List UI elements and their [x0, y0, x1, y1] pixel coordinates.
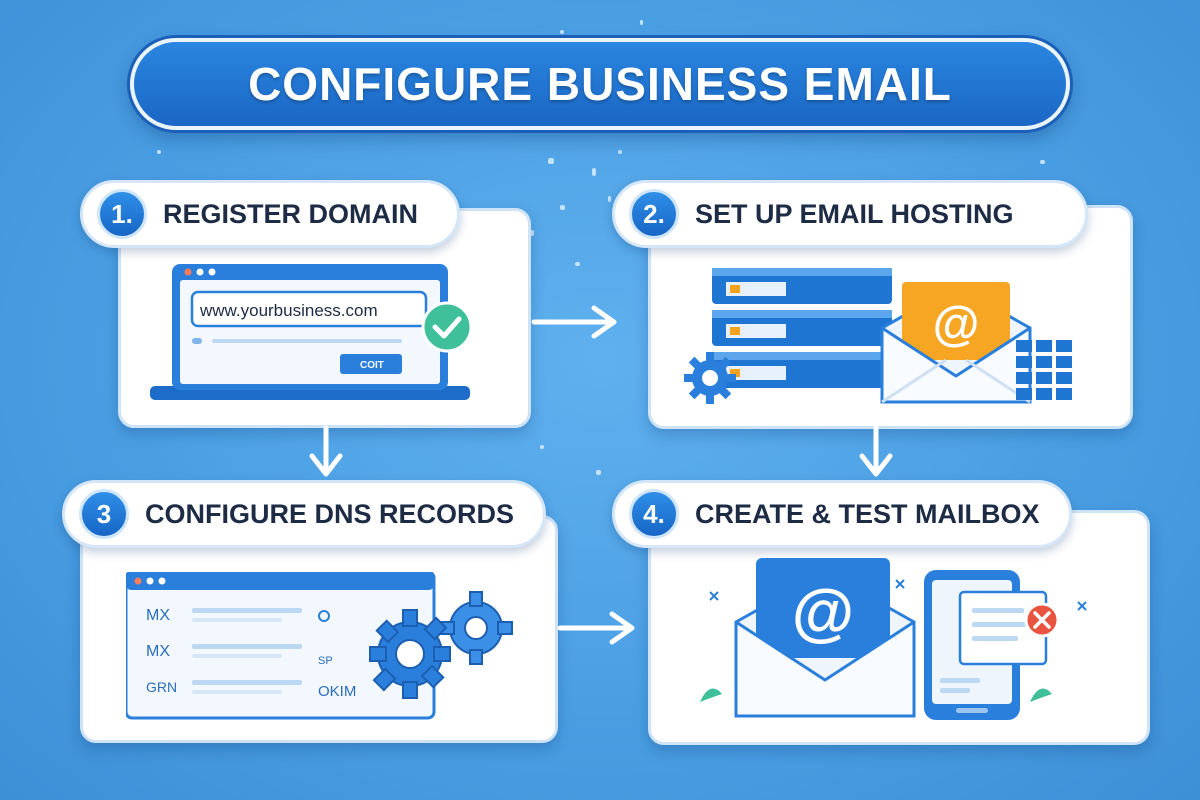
- step-4-number: 4.: [629, 489, 679, 539]
- gear-icon: [684, 352, 736, 404]
- step-3-header: 3 CONFIGURE DNS RECORDS: [62, 480, 546, 548]
- dns-records-window: MX MX GRN SP OKIM: [126, 572, 436, 720]
- dns-value-2: OKIM: [318, 683, 356, 700]
- step-1-button-label: COIT: [360, 360, 384, 371]
- step-1-number: 1.: [97, 189, 147, 239]
- page-title: CONFIGURE BUSINESS EMAIL: [248, 58, 952, 110]
- browser-window-icon: www.yourbusiness.com COIT: [150, 264, 470, 400]
- title-banner: CONFIGURE BUSINESS EMAIL: [130, 38, 1070, 130]
- dns-record-3: GRN: [146, 679, 177, 695]
- dns-record-1: MX: [146, 607, 170, 624]
- arrow-step2-to-step4: [859, 425, 893, 477]
- envelope-at-icon: @: [880, 282, 1032, 404]
- arrow-step3-to-step4: [557, 611, 635, 645]
- check-badge-icon: [421, 301, 473, 353]
- mobile-phone-icon: [924, 570, 1048, 720]
- step-2-at-symbol: @: [933, 298, 980, 351]
- arrow-step1-to-step3: [309, 425, 343, 477]
- error-badge-icon: [1024, 602, 1060, 638]
- step-3-title: CONFIGURE DNS RECORDS: [145, 498, 515, 529]
- step-4-at-symbol: @: [792, 576, 854, 648]
- sparkle-decoration: [700, 579, 1087, 702]
- envelope-at-icon: @: [734, 558, 916, 718]
- step-3-number: 3: [79, 489, 129, 539]
- step-1-header: 1. REGISTER DOMAIN: [80, 180, 460, 248]
- server-stack-icon: [712, 268, 892, 388]
- step-4-title: CREATE & TEST MAILBOX: [695, 498, 1040, 529]
- gear-icon: [369, 591, 513, 699]
- dns-value-1: SP: [318, 655, 333, 667]
- step-1-title: REGISTER DOMAIN: [163, 198, 419, 229]
- domain-text: www.yourbusiness.com: [199, 301, 378, 320]
- step-2-number: 2.: [629, 189, 679, 239]
- step-2-header: 2. SET UP EMAIL HOSTING: [612, 180, 1088, 248]
- arrow-step1-to-step2: [531, 305, 617, 339]
- storage-grid-icon: [1016, 340, 1072, 400]
- dns-record-2: MX: [146, 643, 170, 660]
- step-2-title: SET UP EMAIL HOSTING: [695, 198, 1014, 229]
- step-4-header: 4. CREATE & TEST MAILBOX: [612, 480, 1072, 548]
